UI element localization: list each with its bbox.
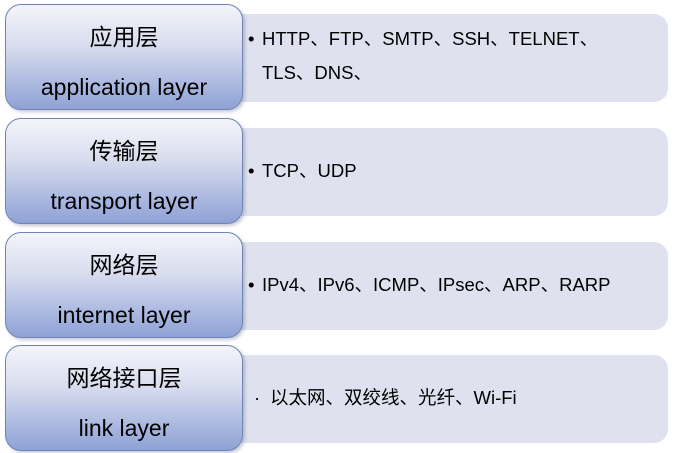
layer-row-transport: • TCP、UDP 传输层 transport layer: [0, 116, 677, 224]
layer-row-internet: • IPv4、IPv6、ICMP、IPsec、ARP、RARP 网络层 inter…: [0, 230, 677, 338]
protocols-text-link: · 以太网、双绞线、光纤、Wi-Fi: [254, 381, 658, 415]
layer-name-cn: 传输层: [89, 139, 159, 165]
layer-name-cn: 网络接口层: [66, 366, 182, 392]
protocols-list: IPv4、IPv6、ICMP、IPsec、ARP、RARP: [262, 274, 611, 295]
protocols-list: TCP、UDP: [262, 160, 357, 181]
protocols-line: TLS、DNS、: [248, 56, 658, 90]
layer-name-en: internet layer: [57, 302, 191, 328]
protocols-box-application: • HTTP、FTP、SMTP、SSH、TELNET、 TLS、DNS、: [228, 14, 668, 102]
protocols-line: • HTTP、FTP、SMTP、SSH、TELNET、: [248, 22, 658, 56]
layer-label-box-application: 应用层 application layer: [5, 4, 243, 110]
protocols-box-internet: • IPv4、IPv6、ICMP、IPsec、ARP、RARP: [228, 242, 668, 330]
protocols-text-transport: • TCP、UDP: [248, 154, 658, 188]
layer-label-box-link: 网络接口层 link layer: [5, 345, 243, 451]
layer-name-cn: 应用层: [89, 25, 159, 51]
protocols-box-link: · 以太网、双绞线、光纤、Wi-Fi: [228, 355, 668, 443]
protocols-text-internet: • IPv4、IPv6、ICMP、IPsec、ARP、RARP: [248, 268, 658, 302]
protocols-list: 以太网、双绞线、光纤、Wi-Fi: [270, 387, 517, 408]
layer-name-en: transport layer: [50, 188, 198, 214]
protocols-list-continued: TLS、DNS、: [262, 62, 372, 83]
layer-name-en: link layer: [78, 415, 170, 441]
layer-name-en: application layer: [40, 74, 208, 100]
layer-row-link: · 以太网、双绞线、光纤、Wi-Fi 网络接口层 link layer: [0, 343, 677, 451]
protocols-list: HTTP、FTP、SMTP、SSH、TELNET、: [262, 28, 599, 49]
bullet-icon: ·: [254, 387, 261, 408]
layer-name-cn: 网络层: [89, 253, 159, 279]
bullet-icon: •: [248, 28, 255, 49]
layer-label-box-transport: 传输层 transport layer: [5, 118, 243, 224]
bullet-icon: •: [248, 274, 255, 295]
protocols-text-application: • HTTP、FTP、SMTP、SSH、TELNET、 TLS、DNS、: [248, 22, 658, 90]
layer-row-application: • HTTP、FTP、SMTP、SSH、TELNET、 TLS、DNS、 应用层 …: [0, 2, 677, 110]
bullet-icon: •: [248, 160, 255, 181]
layer-label-box-internet: 网络层 internet layer: [5, 232, 243, 338]
protocols-box-transport: • TCP、UDP: [228, 128, 668, 216]
